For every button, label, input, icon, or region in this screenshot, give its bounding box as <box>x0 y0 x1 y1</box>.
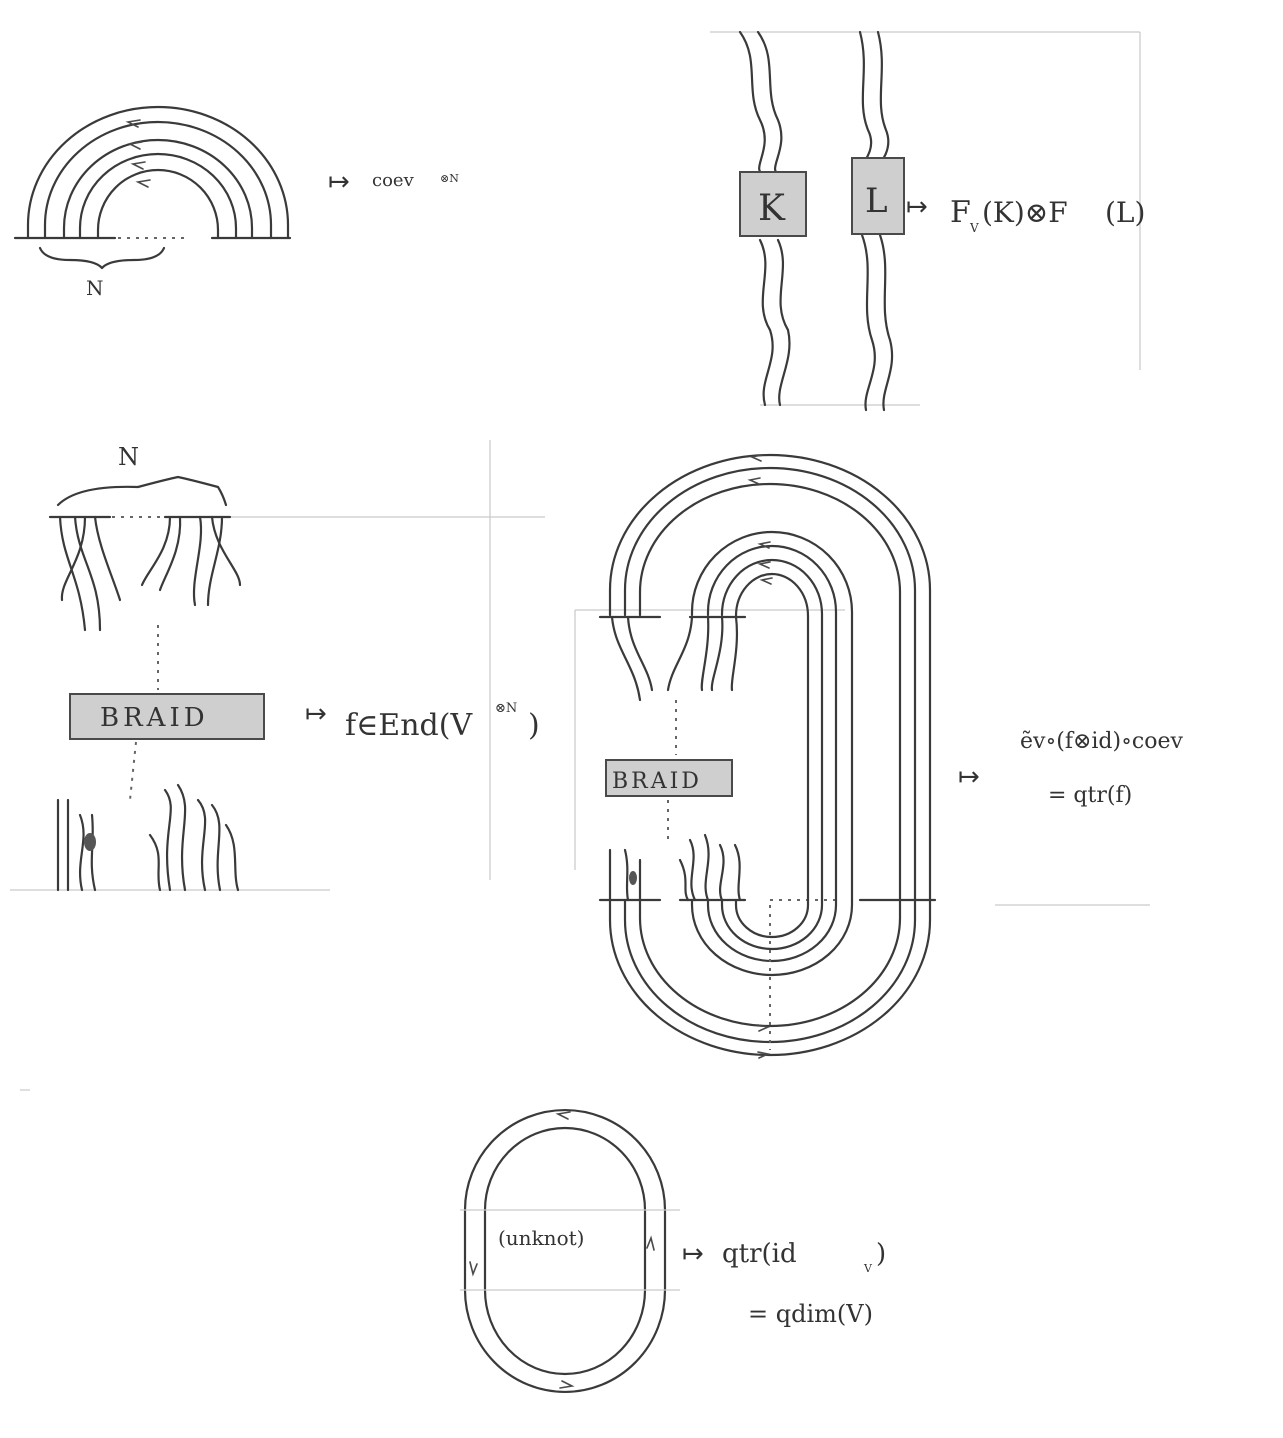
qtr-sub: V <box>863 1262 873 1275</box>
ev-line-1: ẽv∘(f⊗id)∘coev <box>1020 729 1183 754</box>
braid-label-left: BRAID <box>100 703 209 733</box>
f-end-power: ⊗N <box>495 701 517 716</box>
braid-diagram <box>50 477 264 890</box>
n-label-mid: N <box>118 443 139 471</box>
mapsto-arrow-trace: ↦ <box>958 762 980 792</box>
qtr-line-2: = qdim(V) <box>748 1300 873 1328</box>
fv-label: F <box>950 195 971 230</box>
unknot-label: (unknot) <box>498 1226 584 1250</box>
unknot-diagram <box>460 1110 680 1392</box>
fv-l: (L) <box>1105 196 1145 229</box>
mapsto-arrow: ↦ <box>328 167 350 197</box>
f-end-label: f∈End(V <box>345 708 473 743</box>
l-box-label: L <box>865 181 888 221</box>
k-box-label: K <box>758 188 786 229</box>
ev-line-2: = qtr(f) <box>1048 783 1132 808</box>
coev-power: ⊗N <box>440 172 459 185</box>
mapsto-arrow-kl: ↦ <box>906 192 928 222</box>
coev-arches <box>15 107 290 268</box>
mapsto-arrow-unknot: ↦ <box>682 1239 704 1269</box>
fv-sub: V <box>969 221 979 235</box>
mapsto-arrow-braid: ↦ <box>305 699 327 729</box>
n-brace <box>40 248 164 268</box>
braid-label-right: BRAID <box>612 769 702 794</box>
qtr-line-1: qtr(id <box>722 1239 797 1269</box>
f-end-close: ) <box>528 708 540 743</box>
n-label-top: N <box>86 276 104 300</box>
qtr-close: ) <box>876 1239 886 1269</box>
guide-lines <box>10 32 1150 1090</box>
n-brace-mid <box>58 477 226 505</box>
fv-rest: (K)⊗F <box>982 196 1068 229</box>
coev-label: coev <box>372 170 415 191</box>
closed-braid <box>600 455 935 1058</box>
